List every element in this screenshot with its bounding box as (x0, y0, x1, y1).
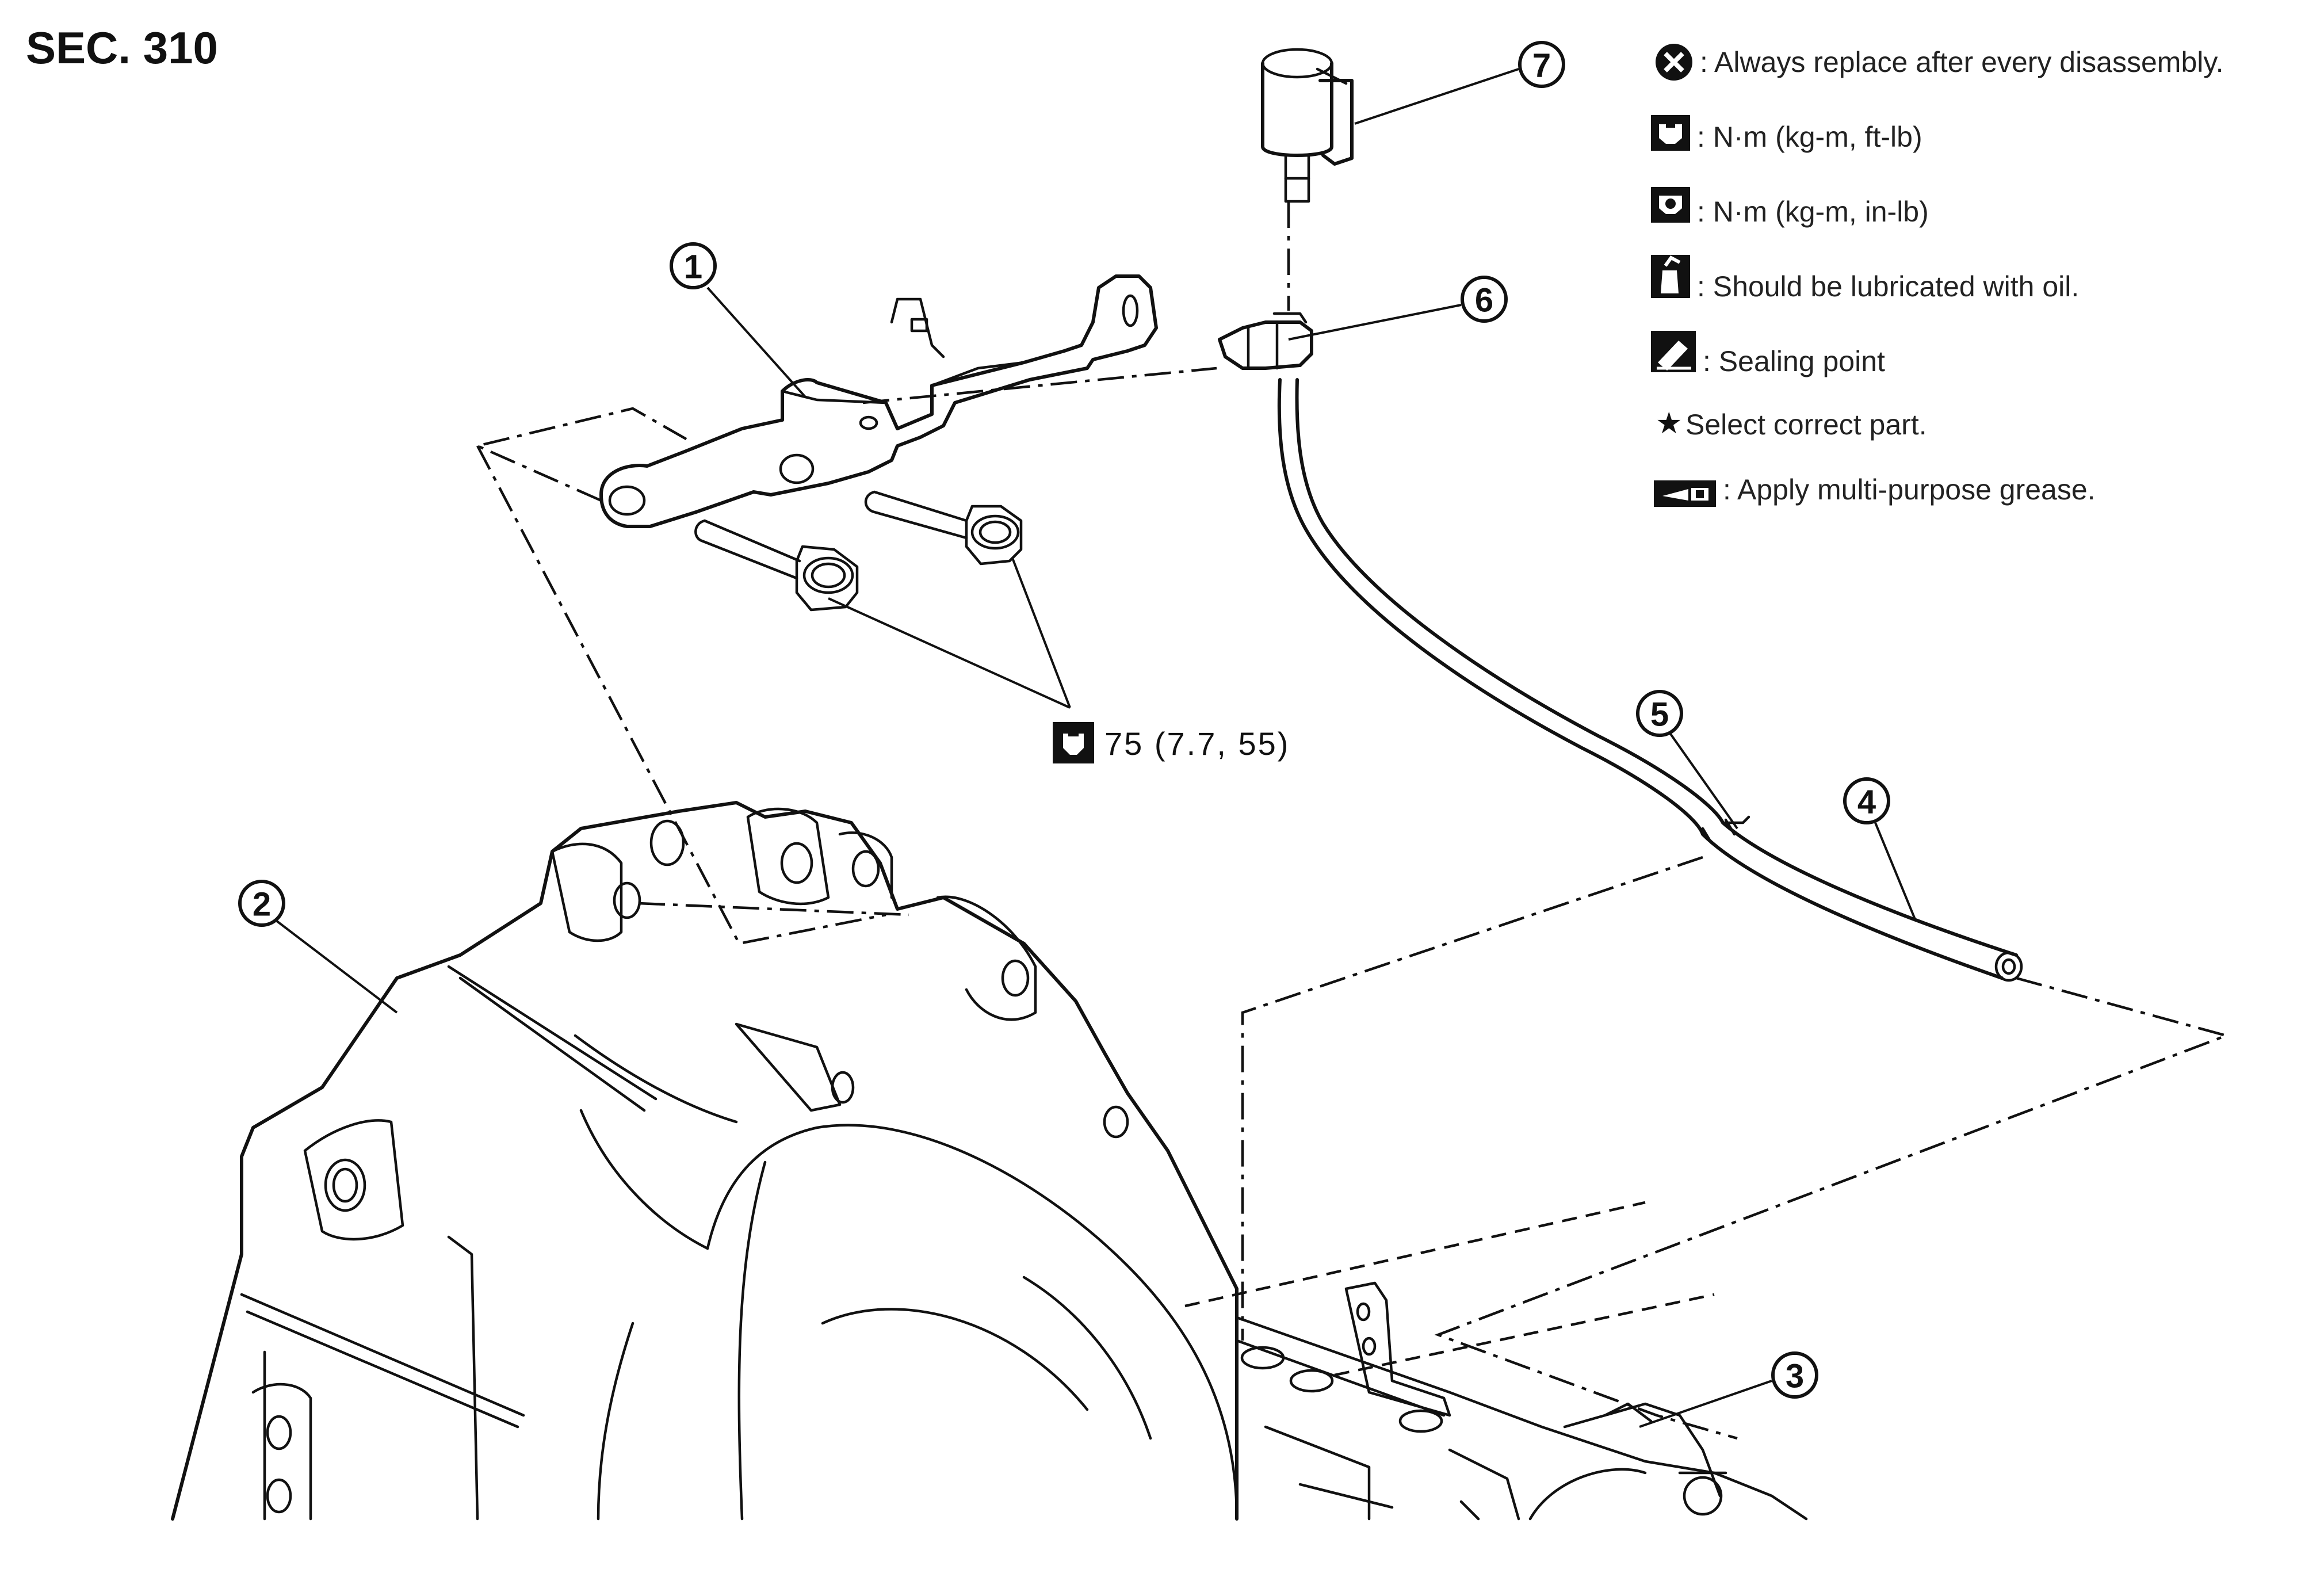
legend-item-grease: : Apply multi-purpose grease. (1723, 474, 2096, 506)
star-icon: ★ (1656, 406, 1683, 441)
grease-icon (1654, 480, 1716, 507)
breather-connector (1218, 312, 1313, 370)
callout-2-number: 2 (253, 886, 271, 923)
callout-7-number: 7 (1532, 47, 1551, 85)
legend-item-always-replace: : Always replace after every disassembly… (1700, 46, 2224, 78)
legend-item-sealing-point: : Sealing point (1703, 345, 1885, 377)
breather-bracket (599, 274, 1158, 528)
callout-1-number: 1 (684, 249, 702, 286)
torque-value: 75 (7.7, 55) (1104, 726, 1290, 762)
torque-in-lb-icon (1651, 187, 1690, 223)
callout-1: 1 (670, 242, 717, 289)
section-label: SEC. 310 (26, 22, 218, 73)
extension-housing (1235, 1281, 1808, 1521)
legend: : Always replace after every disassembly… (1651, 44, 2224, 507)
legend-item-oil: : Should be lubricated with oil. (1697, 270, 2079, 303)
leader-lines (275, 68, 1917, 1428)
transmission-case (171, 801, 1239, 1521)
torque-spec: 75 (7.7, 55) (1053, 722, 1290, 763)
callout-4-number: 4 (1857, 784, 1876, 821)
callout-2: 2 (238, 880, 285, 927)
callout-3: 3 (1771, 1351, 1818, 1399)
breather-cap (1261, 48, 1354, 203)
callout-6: 6 (1461, 276, 1508, 323)
alignment-lines (473, 201, 2231, 1440)
callout-6-number: 6 (1475, 282, 1493, 319)
legend-item-torque-ft-lb: : N·m (kg-m, ft-lb) (1697, 121, 1922, 153)
callout-4: 4 (1843, 777, 1890, 824)
torque-wrench-icon (1053, 722, 1094, 763)
callout-7: 7 (1518, 41, 1565, 88)
callout-5: 5 (1636, 690, 1683, 737)
always-replace-icon (1656, 44, 1692, 81)
sealing-point-icon (1651, 331, 1696, 372)
legend-item-torque-in-lb: : N·m (kg-m, in-lb) (1697, 196, 1929, 228)
breather-hose (1277, 378, 2023, 982)
legend-item-select-part: Select correct part. (1685, 408, 1927, 441)
torque-ft-lb-icon (1651, 115, 1690, 151)
callout-5-number: 5 (1650, 696, 1669, 734)
oil-lubricate-icon (1651, 255, 1690, 298)
mounting-bolts (694, 490, 1023, 612)
callout-3-number: 3 (1786, 1358, 1804, 1395)
